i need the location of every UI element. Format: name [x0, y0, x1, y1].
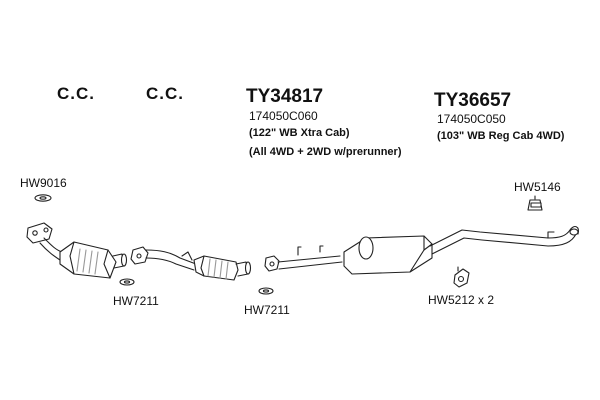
hw5146-label: HW5146 — [514, 180, 561, 194]
part-a-note-2: (All 4WD + 2WD w/prerunner) — [249, 146, 402, 158]
hw9016-label: HW9016 — [20, 176, 67, 190]
front-catalytic-converter-icon — [26, 222, 128, 279]
part-b-note-1: (103" WB Reg Cab 4WD) — [437, 130, 565, 142]
hw7211-left-gasket-icon — [119, 278, 135, 286]
hw7211-right-label: HW7211 — [244, 303, 290, 317]
part-b-code: TY36657 — [434, 90, 512, 111]
hw9016-gasket-icon — [34, 194, 52, 202]
part-b-oem: 174050C050 — [437, 112, 506, 126]
part-a-note-1: (122" WB Xtra Cab) — [249, 127, 350, 139]
part-a-oem: 174050C060 — [249, 109, 318, 123]
cc-label-right: C.C. — [146, 84, 184, 103]
hw5146-hanger-icon — [527, 195, 543, 211]
muffler-assembly-icon — [264, 225, 579, 275]
hw7211-left-label: HW7211 — [113, 294, 159, 308]
part-a-code: TY34817 — [246, 86, 324, 107]
hw5212-hanger-icon — [453, 266, 470, 288]
hw5212-label: HW5212 x 2 — [428, 293, 495, 307]
middle-pipe-converter-icon — [130, 246, 252, 281]
cc-label-left: C.C. — [57, 84, 95, 103]
hw7211-right-gasket-icon — [258, 287, 274, 295]
